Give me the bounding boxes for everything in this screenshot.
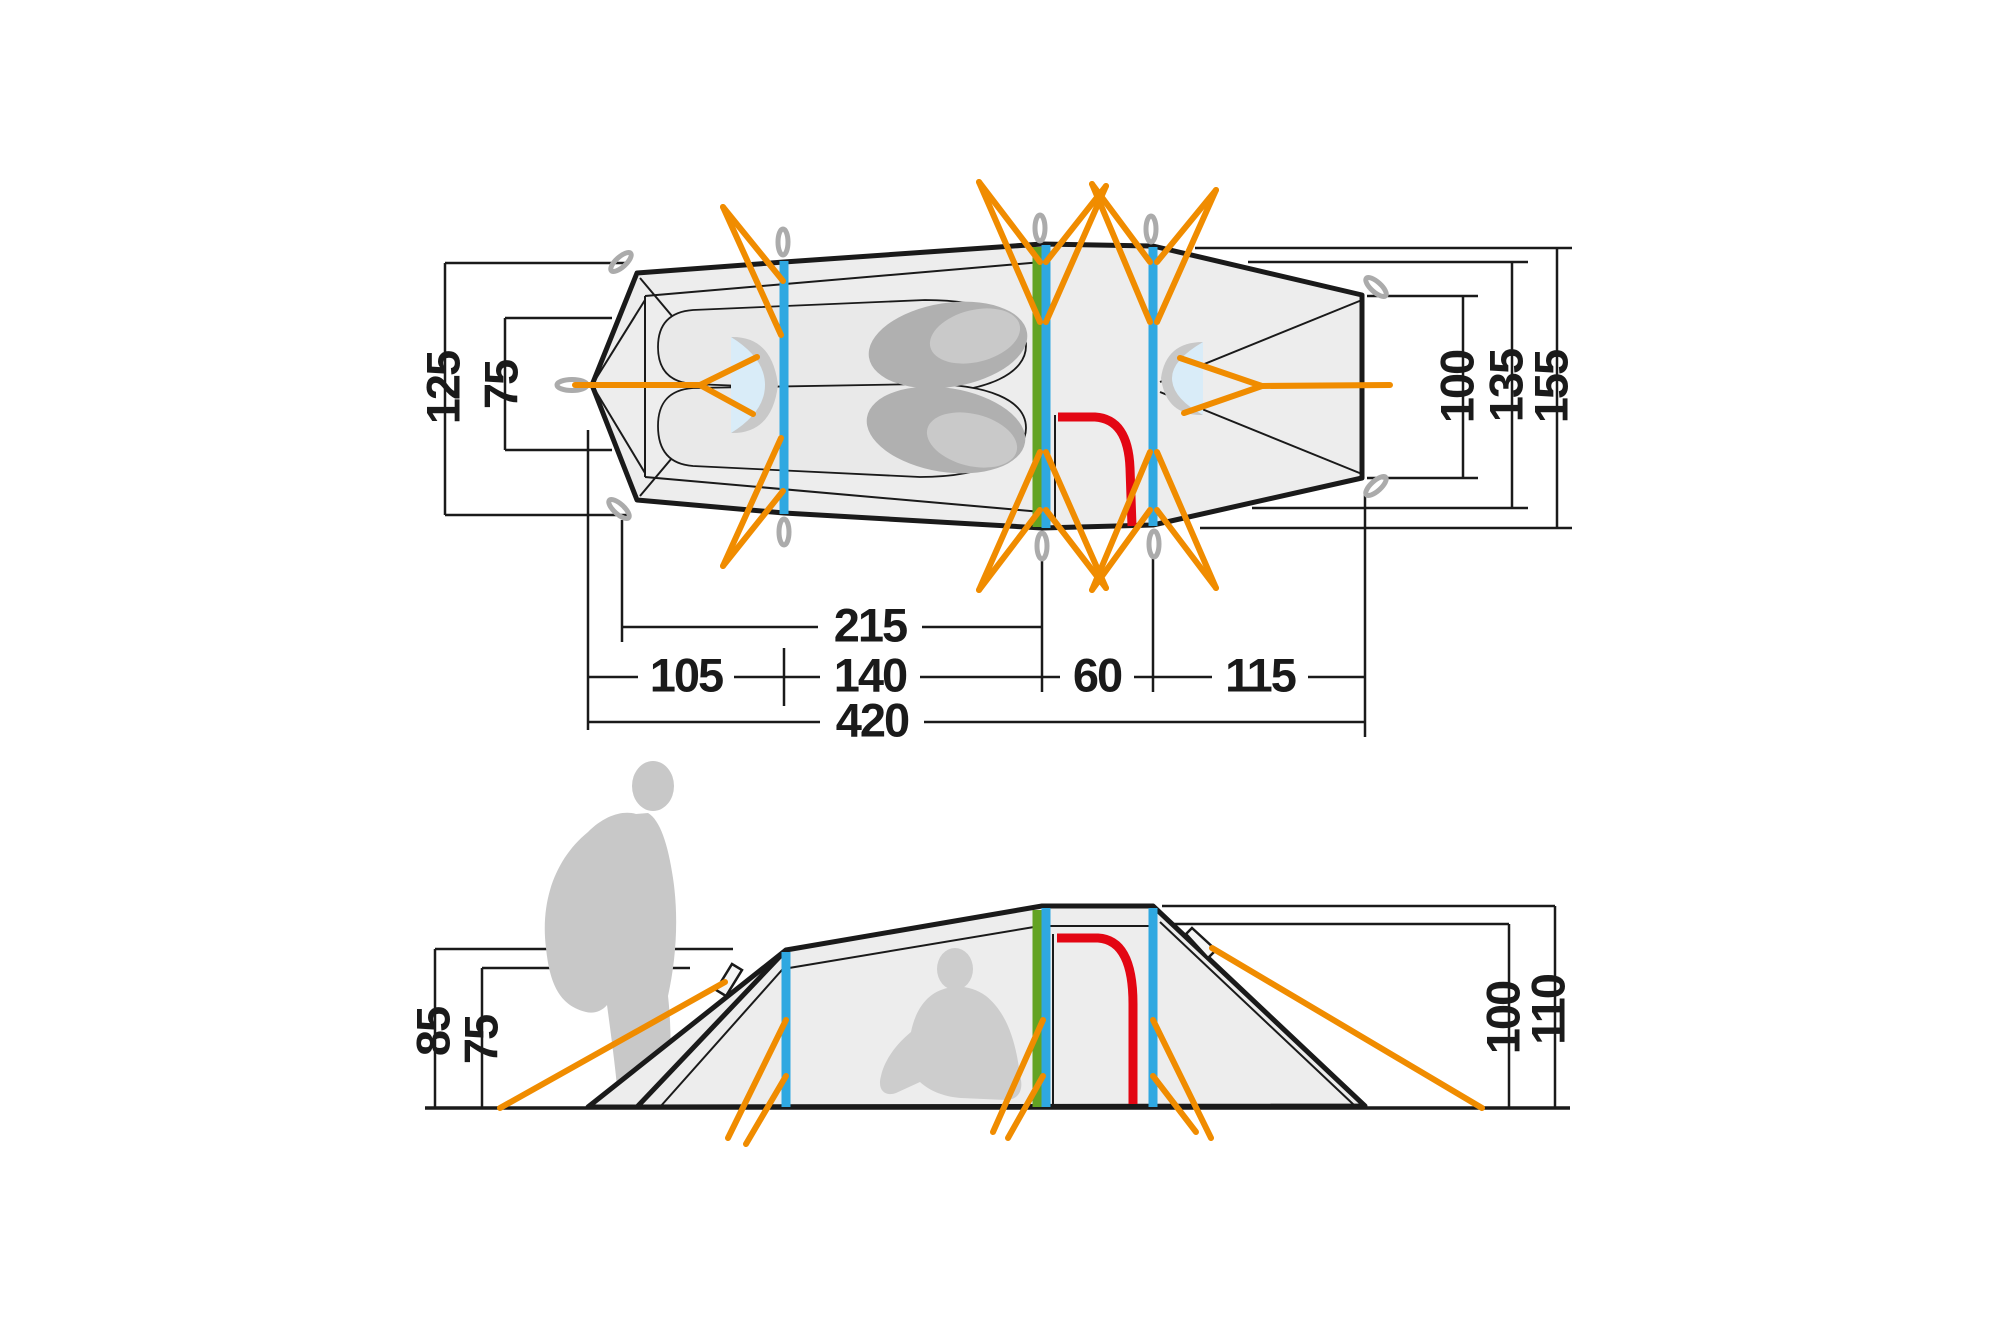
dim-seg-vestibule-label: 60 [1073, 648, 1122, 701]
dim-seg-front-label: 115 [1225, 648, 1296, 701]
stake-loops-top-view [554, 212, 1389, 562]
dim-right-mid-width-label: 135 [1479, 349, 1532, 422]
dim-left-outer-height-label: 85 [406, 1007, 459, 1056]
door-zipper-red-side [1057, 933, 1138, 1104]
dim-right-outer-height-label: 110 [1521, 974, 1574, 1045]
dim-right-outer-width-label: 155 [1524, 350, 1577, 423]
standing-hiker-silhouette [544, 761, 677, 1108]
sleeping-pads [657, 299, 1028, 478]
dim-right-inner-width-label: 100 [1430, 350, 1483, 423]
side-structure-lines [635, 921, 1355, 1109]
dim-inner-length-label: 215 [834, 598, 907, 651]
sitting-person-silhouette [879, 948, 1022, 1100]
top-view-floor-plan: 125 75 100 135 155 215 105 140 60 115 42… [416, 179, 1577, 747]
dim-right-inner-height-label: 100 [1476, 981, 1529, 1054]
dim-left-inner-height-label: 75 [454, 1015, 507, 1064]
dim-total-length-label: 420 [836, 693, 909, 746]
door-side-view [1052, 933, 1138, 1107]
top-view-length-labels: 215 105 140 60 115 420 [638, 598, 1308, 747]
guy-lines-side-view [497, 945, 1485, 1147]
guy-lines-top-view [572, 179, 1393, 593]
dim-left-inner-width-label: 75 [474, 360, 527, 409]
door-zipper-red [1058, 412, 1137, 527]
side-view-elevation: 85 75 100 110 [406, 761, 1574, 1147]
dim-left-outer-width-label: 125 [416, 351, 469, 424]
roof-vents [714, 926, 1218, 998]
tent-poles-top-view [779, 245, 1158, 528]
dim-seg-mid-label: 140 [834, 648, 907, 701]
dim-seg-left-label: 105 [650, 648, 723, 701]
